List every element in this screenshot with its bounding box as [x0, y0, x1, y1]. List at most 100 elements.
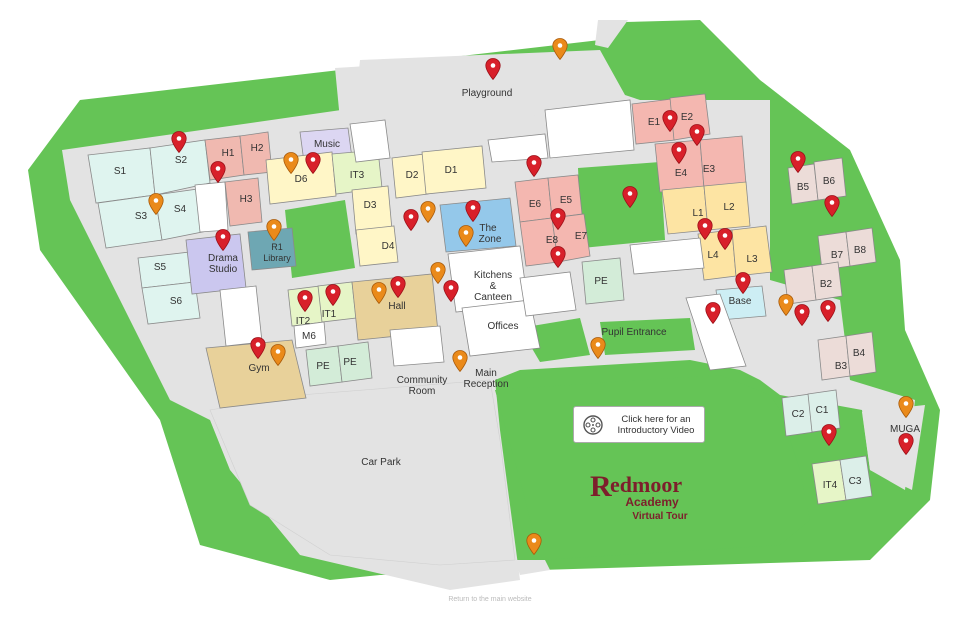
road-bottom: [515, 560, 550, 575]
courtyard-west: [285, 200, 355, 278]
return-main-website-link[interactable]: Return to the main website: [448, 596, 532, 603]
label-kitchens: Kitchens: [474, 270, 512, 281]
zone-room: [439, 197, 517, 253]
lower-grass: [495, 375, 810, 560]
label-library: Library: [263, 253, 291, 263]
label-community: Community: [397, 375, 448, 386]
label-m6: M6: [302, 331, 316, 342]
pe-room-main: [581, 257, 625, 305]
label-e2: E2: [681, 112, 694, 123]
l3-room: [731, 225, 773, 277]
label-canteen: Canteen: [474, 292, 512, 303]
label-s3: S3: [135, 211, 148, 222]
label-l3: L3: [746, 254, 758, 265]
label-s6: S6: [170, 296, 183, 307]
intro-video-line2: Introductory Video: [617, 424, 695, 436]
label-reception: Reception: [463, 379, 508, 390]
label-b2: B2: [820, 279, 833, 290]
label-e4: E4: [675, 168, 688, 179]
label-l1: L1: [692, 208, 704, 219]
misc-buildings: [219, 99, 747, 371]
label-e6: E6: [529, 199, 542, 210]
label-it3: IT3: [350, 170, 365, 181]
label-pe-2: PE: [343, 357, 357, 368]
label-d4: D4: [382, 241, 395, 252]
label-zone-1: The: [479, 223, 497, 234]
logo-virtual-tour: Virtual Tour: [632, 511, 687, 522]
l2-room: [703, 181, 751, 231]
label-s4: S4: [174, 204, 187, 215]
intro-video-text: Click here for an Introductory Video: [612, 414, 704, 436]
label-drama: Drama: [208, 253, 238, 264]
label-l4: L4: [707, 250, 719, 261]
logo-academy: Academy: [625, 495, 679, 509]
label-h2: H2: [251, 143, 264, 154]
b-block: [783, 157, 877, 381]
label-c2: C2: [792, 409, 805, 420]
label-playground: Playground: [462, 88, 513, 99]
mid-grass-2: [600, 318, 695, 355]
label-pupil-entrance: Pupil Entrance: [601, 327, 666, 338]
label-zone-2: Zone: [479, 234, 502, 245]
community-room-building: [389, 325, 445, 367]
intro-video-line1: Click here for an: [621, 413, 691, 425]
label-car-park: Car Park: [361, 457, 401, 468]
label-e8: E8: [546, 235, 559, 246]
map-labels: Playground S1 S2 S3 S4 S5 S6 H1 H2 H3 Mu…: [114, 88, 920, 491]
offices-building: [461, 299, 541, 357]
english-block: [514, 93, 747, 267]
road-top: [595, 20, 628, 48]
label-b8: B8: [854, 245, 867, 256]
label-s2: S2: [175, 155, 188, 166]
label-d2: D2: [406, 170, 419, 181]
label-music: Music: [314, 139, 340, 150]
science-block: [87, 139, 229, 325]
label-b3: B3: [835, 361, 848, 372]
label-h1: H1: [222, 148, 235, 159]
label-e7: E7: [575, 231, 588, 242]
m6-room: [293, 321, 327, 349]
logo: R edmoor Academy Virtual Tour: [590, 470, 688, 522]
label-muga: MUGA: [890, 424, 920, 435]
label-e3: E3: [703, 164, 716, 175]
pe-room-2: [337, 341, 373, 383]
label-pe-main: PE: [594, 276, 608, 287]
label-c3: C3: [849, 476, 862, 487]
label-hall: Hall: [388, 301, 405, 312]
label-e1: E1: [648, 117, 661, 128]
label-pe-1: PE: [316, 361, 330, 372]
label-l2: L2: [723, 202, 735, 213]
label-b4: B4: [853, 348, 866, 359]
muga-area: [862, 405, 925, 490]
label-studio: Studio: [209, 264, 238, 275]
d4-room: [355, 225, 399, 267]
label-it4: IT4: [823, 480, 838, 491]
label-d1: D1: [445, 165, 458, 176]
film-reel-icon: [583, 414, 603, 435]
label-it2: IT2: [296, 316, 311, 327]
label-offices: Offices: [488, 321, 519, 332]
label-s5: S5: [154, 262, 167, 273]
label-d3: D3: [364, 200, 377, 211]
label-gym: Gym: [248, 363, 269, 374]
label-kitchens-amp: &: [490, 281, 497, 292]
label-room: Room: [409, 386, 436, 397]
label-c1: C1: [816, 405, 829, 416]
d1-room: [421, 145, 487, 195]
logo-initial: R: [590, 470, 612, 503]
label-it1: IT1: [322, 309, 337, 320]
label-e5: E5: [560, 195, 573, 206]
label-b6: B6: [823, 176, 836, 187]
logo-word: edmoor: [610, 472, 682, 497]
label-r1: R1: [271, 242, 283, 252]
label-base: Base: [729, 296, 752, 307]
c-block: [781, 389, 873, 505]
label-main: Main: [475, 368, 497, 379]
label-s1: S1: [114, 166, 127, 177]
courtyard-east: [578, 162, 665, 248]
label-d6: D6: [295, 174, 308, 185]
label-b7: B7: [831, 250, 844, 261]
intro-video-button[interactable]: Click here for an Introductory Video: [573, 406, 705, 443]
mid-grass: [520, 318, 590, 362]
